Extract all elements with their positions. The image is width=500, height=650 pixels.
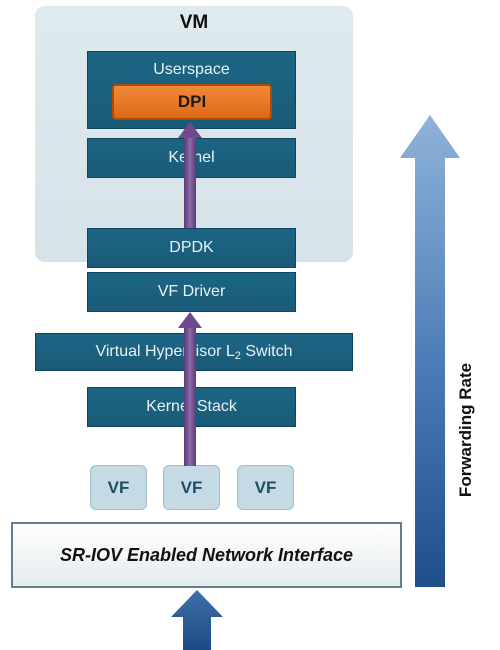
dpi-label: DPI [177, 92, 207, 111]
vf-driver-label: VF Driver [157, 283, 226, 300]
packet-path-upper-shaft [184, 136, 196, 228]
packet-path-lower-shaft [184, 326, 196, 466]
dpdk-layer: DPDK [87, 228, 296, 268]
vf-driver-layer: VF Driver [87, 272, 296, 312]
vf-chip-2: VF [163, 465, 220, 510]
hypervisor-switch-label: Virtual Hypervisor L2 Switch [95, 342, 293, 362]
vf-chip-1: VF [90, 465, 147, 510]
forwarding-rate-arrow [400, 115, 460, 587]
vf-label: VF [180, 477, 203, 497]
sr-iov-nic: SR-IOV Enabled Network Interface [11, 522, 402, 588]
vf-label: VF [254, 477, 277, 497]
incoming-traffic-arrow [171, 590, 223, 650]
dpdk-label: DPDK [169, 239, 214, 256]
dpi-block: DPI [112, 84, 272, 120]
vf-chip-3: VF [237, 465, 294, 510]
nic-label: SR-IOV Enabled Network Interface [59, 544, 354, 565]
packet-path-upper-head [178, 122, 202, 138]
vf-label: VF [107, 477, 130, 497]
userspace-label: Userspace [153, 61, 230, 78]
packet-path-lower-head [178, 312, 202, 328]
vm-title: VM [179, 12, 209, 33]
